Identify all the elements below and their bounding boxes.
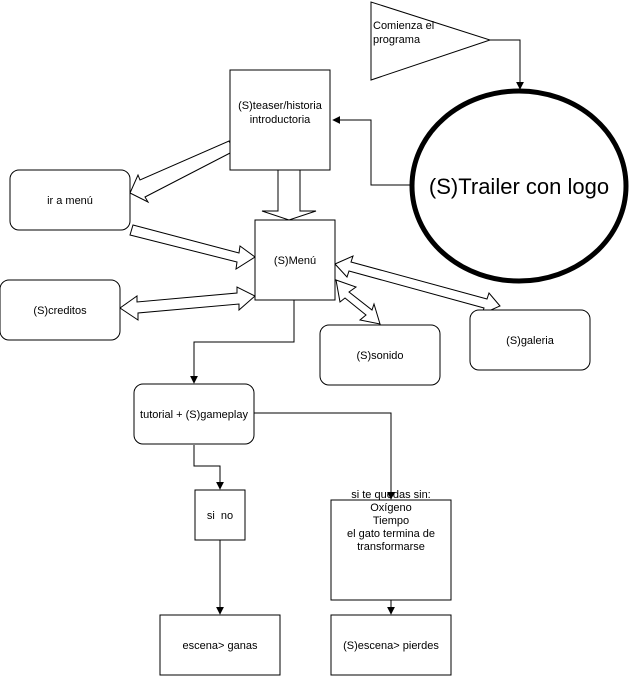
sonido-label: (S)sonido	[356, 350, 403, 362]
pierdes-label-line: (S)escena> pierdes	[343, 640, 439, 652]
irmenu-box	[9, 169, 131, 231]
pierdes-label: (S)escena> pierdes	[343, 640, 439, 652]
start-triangle	[370, 1, 492, 81]
start-label-line: Comienza el	[373, 20, 434, 32]
teaser-box	[229, 69, 331, 171]
galeria-label: (S)galeria	[506, 335, 555, 347]
ganas-label: escena> ganas	[183, 640, 258, 652]
creditos-label-line: (S)creditos	[33, 305, 87, 317]
trailer-ellipse	[409, 88, 629, 284]
connector-tutorial-to-condicion	[254, 412, 395, 500]
sino-label: si no	[207, 510, 233, 522]
connector-menu-to-tutorial	[190, 300, 295, 384]
pierdes-box	[330, 614, 452, 676]
condicion-label-line: Oxígeno	[370, 502, 412, 514]
condicion-label-line: si te quedas sin:	[351, 489, 431, 501]
start-label-line: programa	[373, 34, 421, 46]
sonido-box	[319, 324, 441, 386]
connector-tutorial-to-sino	[193, 445, 224, 490]
galeria-label-line: (S)galeria	[506, 335, 555, 347]
trailer-label-line: (S)Trailer con logo	[429, 174, 609, 199]
condicion-label-line: transformarse	[357, 541, 425, 553]
block-arrow-teaser-to-irmenu	[129, 140, 235, 204]
menu-label: (S)Menú	[274, 255, 316, 267]
galeria-box	[469, 309, 591, 371]
sino-label-line: si no	[207, 510, 233, 522]
tutorial-box	[133, 383, 255, 445]
teaser-label-line: introductoria	[250, 114, 311, 126]
block-arrow-irmenu-to-menu	[129, 224, 256, 271]
ganas-label-line: escena> ganas	[183, 640, 258, 652]
irmenu-label-line: ir a menú	[47, 195, 93, 207]
block-arrow-teaser-to-menu	[261, 169, 317, 221]
block-double-arrow-creditos-menu	[119, 286, 256, 321]
connectors	[190, 39, 524, 615]
irmenu-label: ir a menú	[47, 195, 93, 207]
menu-label-line: (S)Menú	[274, 255, 316, 267]
block-double-arrow-menu-galeria	[334, 255, 501, 315]
ganas-box	[159, 614, 281, 676]
condicion-label-line: Tiempo	[373, 515, 409, 527]
condicion-box	[330, 499, 452, 601]
block-double-arrow-menu-sonido	[335, 279, 381, 325]
connector-start-to-trailer	[490, 39, 524, 90]
tutorial-label: tutorial + (S)gameplay	[140, 409, 248, 421]
creditos-label: (S)creditos	[33, 305, 87, 317]
condicion-label-line: el gato termina de	[347, 528, 435, 540]
creditos-box	[0, 279, 121, 341]
teaser-label-line: (S)teaser/historia	[238, 100, 323, 112]
sonido-label-line: (S)sonido	[356, 350, 403, 362]
tutorial-label-line: tutorial + (S)gameplay	[140, 409, 248, 421]
trailer-label: (S)Trailer con logo	[429, 174, 609, 199]
start-label: Comienza el programa	[373, 20, 434, 46]
menu-box	[254, 219, 336, 301]
teaser-label: (S)teaser/historia introductoria	[238, 100, 323, 126]
sino-box	[194, 489, 246, 541]
connector-trailer-to-teaser	[332, 116, 410, 186]
